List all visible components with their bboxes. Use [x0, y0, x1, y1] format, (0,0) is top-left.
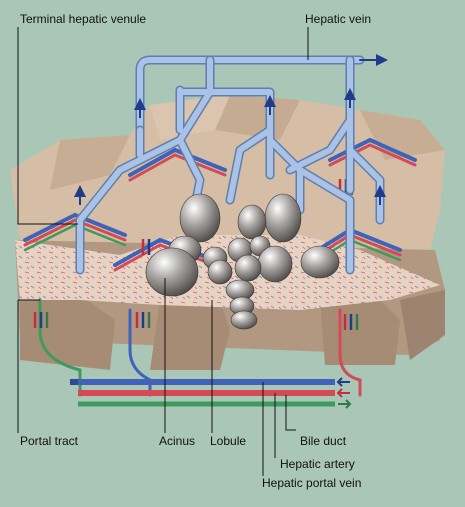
- label-hepatic-portal-vein: Hepatic portal vein: [262, 476, 362, 490]
- liver-tissue-block: [10, 95, 445, 370]
- acinus-blobs: [145, 193, 340, 330]
- label-acinus: Acinus: [159, 434, 196, 448]
- label-portal-tract: Portal tract: [20, 434, 79, 448]
- label-hepatic-artery: Hepatic artery: [280, 457, 355, 471]
- label-hepatic-vein: Hepatic vein: [305, 12, 372, 26]
- label-terminal-hepatic-venule: Terminal hepatic venule: [20, 12, 147, 26]
- venule-flow-arrows: [74, 88, 386, 205]
- main-vessel-bundle: [70, 379, 335, 407]
- label-leader-lines: [17, 27, 309, 476]
- label-bile-duct: Bile duct: [300, 434, 347, 448]
- hepatic-vein-tree: [75, 54, 388, 275]
- label-lobule: Lobule: [210, 434, 247, 448]
- main-vessel-arrows: [336, 377, 352, 409]
